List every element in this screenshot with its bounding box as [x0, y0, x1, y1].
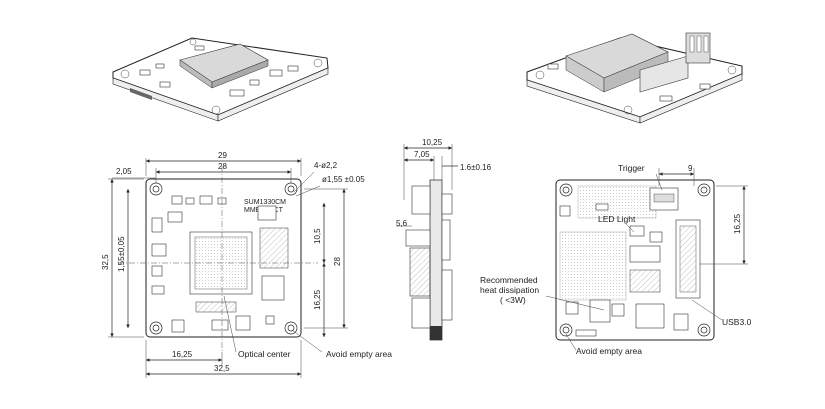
back-components: [559, 203, 689, 337]
label-heat-line1: Recommended: [480, 275, 538, 285]
chip-marking-1: SUM1330CM: [244, 199, 286, 206]
dim-side-inner: 7,05: [414, 150, 430, 159]
label-usb3: USB3.0: [722, 317, 752, 327]
iso-usb-connector: [639, 55, 689, 93]
isometric-front-view: [112, 37, 329, 122]
label-heat-line3: ( <3W): [500, 295, 526, 305]
dim-hole-pitch-h: 28: [218, 162, 227, 171]
iso-board-edge-right: [217, 67, 329, 122]
dim-height-inner: 1,55±0,05: [117, 236, 126, 272]
dim-left-offset: 2,05: [116, 167, 132, 176]
dim-center-y: 16,25: [313, 289, 322, 310]
side-lens-mount: [411, 185, 431, 215]
top-components: [151, 195, 289, 333]
iso-connector-bottom: [130, 88, 152, 100]
iso-sensor-side-2: [211, 59, 269, 89]
dim-back-height: 16,25: [733, 213, 742, 234]
top-view: SUM1330CM MMEFAPCT 29: [101, 151, 392, 378]
dim-hole-pitch-v: 28: [333, 257, 342, 266]
side-board: [429, 179, 443, 341]
heat-dissipation-region: [559, 231, 627, 301]
dim-center-to-top: 10,5: [313, 228, 322, 244]
label-led-light: LED Light: [598, 214, 636, 224]
dim-side-left: 5,6: [396, 219, 408, 228]
label-heat-dissipation: Recommended heat dissipation ( <3W): [480, 275, 539, 305]
side-view: 10,25 7,05 1.6±0.16 5,6: [396, 138, 492, 341]
dim-overall-bottom: 32,5: [214, 364, 230, 373]
iso-components: [120, 38, 323, 115]
iso-trigger-connector: [685, 32, 711, 64]
dim-back-connector: 9: [688, 164, 693, 173]
dim-hole-spec: 4-ø2,2: [314, 161, 338, 170]
dim-hole-tol: ø1,55 ±0.05: [322, 175, 365, 184]
label-avoid-empty-top: Avoid empty area: [326, 349, 392, 359]
dim-center-x: 16,25: [172, 350, 193, 359]
dim-side-total: 10,25: [422, 138, 443, 147]
back-mounting-holes: [559, 183, 711, 337]
dim-overall-width: 29: [218, 151, 227, 160]
dim-side-board: 1.6±0.16: [460, 163, 492, 172]
label-heat-line2: heat dissipation: [480, 285, 539, 295]
label-optical-center: Optical center: [238, 349, 291, 359]
label-trigger: Trigger: [618, 163, 645, 173]
dim-height-left: 32,5: [101, 254, 110, 270]
isometric-back-view: [526, 32, 743, 124]
back-view: 9 Trigger 16,25 LED Light Recommended he…: [480, 163, 752, 356]
label-avoid-empty-back: Avoid empty area: [576, 346, 642, 356]
